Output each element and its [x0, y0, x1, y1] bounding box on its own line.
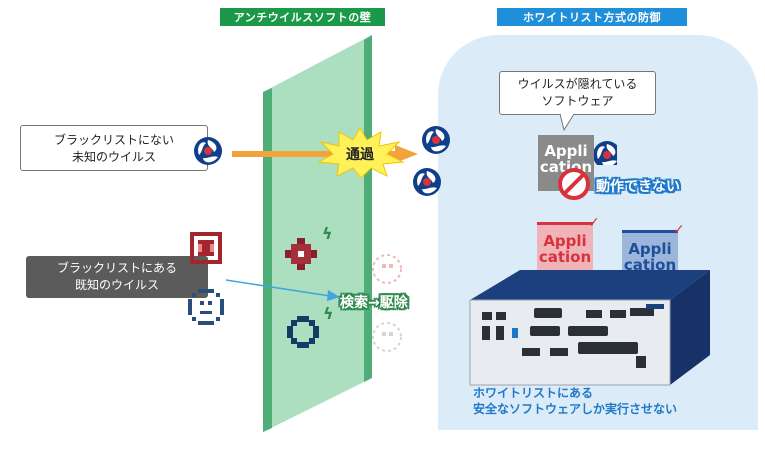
pixel-virus-icon — [285, 238, 317, 270]
embedded-computer-icon — [469, 270, 710, 386]
safe-app-blue-line1: Appli — [628, 240, 672, 258]
pixel-virus-icon — [287, 316, 319, 348]
zap-icon: ϟ — [322, 224, 333, 243]
check-icon: ✓ — [588, 215, 600, 231]
known-virus-line1: ブラックリストにある — [56, 261, 177, 275]
whitelist-footer-line1: ホワイトリストにある — [473, 386, 594, 400]
wall-right-edge — [364, 35, 372, 382]
pixel-virus-icon — [372, 322, 402, 352]
whitelist-footer-line2: 安全なソフトウェアしか実行させない — [473, 402, 678, 416]
check-icon: ✓ — [673, 222, 685, 238]
burst-icon — [317, 128, 405, 178]
pixel-virus-icon — [188, 289, 224, 325]
hidden-software-line2: ソフトウェア — [541, 94, 614, 108]
hidden-software-callout: ウイルスが隠れている ソフトウェア — [499, 71, 656, 115]
prohibited-icon — [558, 168, 590, 200]
wall-left-edge — [263, 88, 272, 432]
antivirus-wall-header-text: アンチウイルスソフトの壁 — [233, 11, 372, 24]
pixel-virus-icon — [372, 254, 402, 284]
known-virus-line2: 既知のウイルス — [74, 278, 159, 292]
cannot-run-label: 動作できない — [596, 179, 680, 195]
pass-label: 通過 — [346, 147, 374, 163]
antivirus-wall-header: アンチウイルスソフトの壁 — [220, 8, 385, 26]
safe-app-red-line1: Appli — [543, 232, 587, 250]
infected-app-line1: Appli — [544, 142, 588, 160]
zap-icon: ϟ — [323, 304, 334, 323]
safe-app-blue-line2: cation — [623, 256, 677, 274]
pixel-virus-icon — [190, 232, 222, 264]
whitelist-header-text: ホワイトリスト方式の防御 — [523, 11, 661, 24]
unknown-virus-line1: ブラックリストにない — [53, 133, 174, 147]
safe-app-red-line2: cation — [538, 248, 592, 266]
known-virus-callout: ブラックリストにある 既知のウイルス — [26, 256, 208, 298]
unknown-virus-line2: 未知のウイルス — [71, 150, 156, 164]
whitelist-footer: ホワイトリストにある 安全なソフトウェアしか実行させない — [473, 385, 677, 417]
detect-label: 検索→駆除 — [340, 295, 408, 311]
safe-app-card-red: Appli cation — [537, 222, 593, 278]
callout-pointer — [560, 114, 575, 132]
whitelist-header: ホワイトリスト方式の防御 — [497, 8, 687, 26]
unknown-virus-callout: ブラックリストにない 未知のウイルス — [20, 125, 208, 171]
hidden-software-line1: ウイルスが隠れている — [517, 77, 638, 91]
